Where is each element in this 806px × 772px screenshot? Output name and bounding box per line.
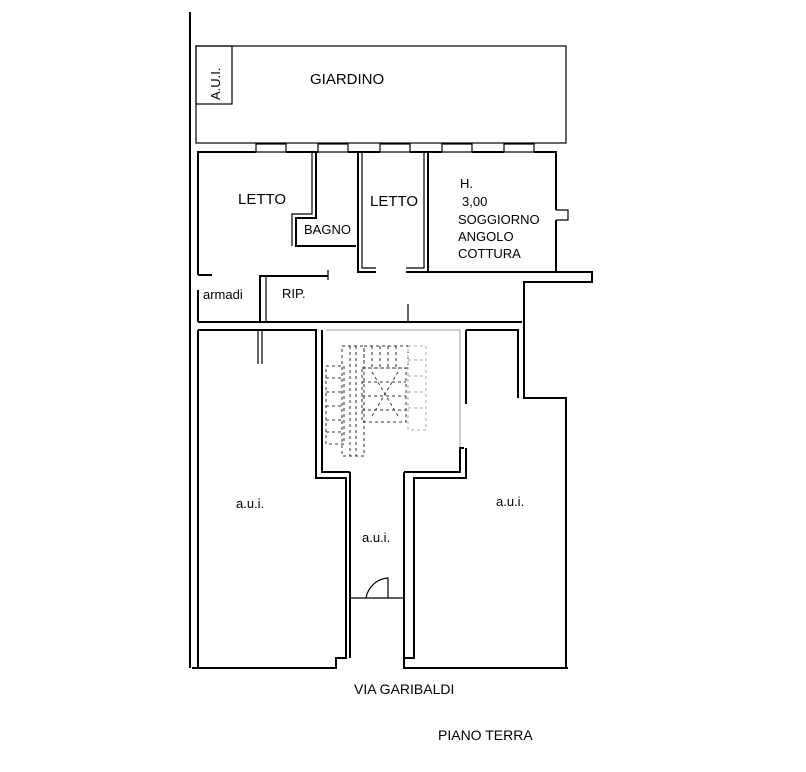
floor-label: PIANO TERRA: [438, 727, 533, 743]
aui-right-label: a.u.i.: [496, 494, 524, 509]
stair-treads: [325, 345, 427, 457]
door-swing: [365, 577, 389, 599]
lower-left-unit: [192, 329, 347, 669]
letto-left-label: LETTO: [238, 191, 286, 208]
cottura-label: COTTURA: [458, 246, 521, 261]
armadi-label: armadi: [203, 287, 243, 302]
rip-label: RIP.: [282, 286, 306, 301]
interior-partitions: [198, 152, 556, 322]
letto-right-label: LETTO: [370, 193, 418, 210]
height-value: 3,00: [462, 194, 487, 209]
garden-area: [195, 45, 567, 144]
apartment-walls: [197, 151, 593, 668]
aui-center-label: a.u.i.: [362, 530, 390, 545]
street-label: VIA GARIBALDI: [354, 681, 454, 697]
stair-core: [321, 329, 464, 473]
entrance-corridor: [349, 472, 405, 658]
giardino-label: GIARDINO: [310, 71, 384, 88]
lower-right-unit: [403, 329, 568, 669]
height-prefix: H.: [460, 176, 473, 191]
aui-small-label: A.U.I.: [208, 67, 223, 100]
aui-left-label: a.u.i.: [236, 496, 264, 511]
aui-small-box: [195, 45, 233, 105]
soggiorno-label: SOGGIORNO: [458, 212, 540, 227]
bagno-label: BAGNO: [304, 222, 351, 237]
angolo-label: ANGOLO: [458, 229, 514, 244]
rear-windows: [255, 143, 535, 153]
